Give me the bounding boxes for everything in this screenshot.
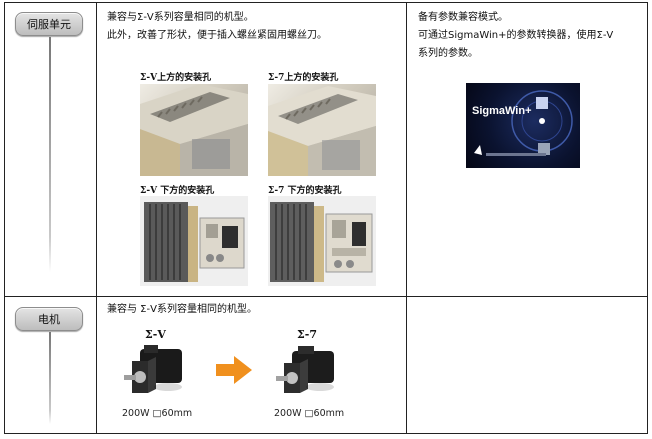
param-converter-text: 可通过SigmaWin+的参数转换器，使用Σ-V — [418, 30, 614, 41]
column-divider — [406, 3, 407, 433]
sigmawin-screenshot: SigmaWin+ — [466, 83, 580, 168]
sv-top-mount-image — [140, 84, 248, 176]
param-series-text: 系列的参数。 — [418, 48, 478, 59]
right-arrow-icon — [216, 356, 252, 384]
sigmawin-logo-text: SigmaWin+ — [472, 105, 532, 117]
caption-sv-bottom: Σ-V 下方的安装孔 — [140, 186, 215, 196]
caption-s7-bottom: Σ-7 下方的安装孔 — [268, 186, 342, 196]
s7-motor-spec: 200W □60mm — [274, 408, 345, 419]
row-label-motor: 电机 — [15, 307, 83, 331]
sv-motor-spec: 200W □60mm — [122, 408, 193, 419]
caption-s7-top: Σ-7上方的安装孔 — [268, 73, 339, 83]
motor-sv-title: Σ-V — [145, 328, 166, 341]
row-label-stem — [49, 37, 51, 272]
servo-shape-text: 此外，改善了形状，便于插入螺丝紧固用螺丝刀。 — [107, 30, 327, 41]
row-label-servo-unit: 伺服单元 — [15, 12, 83, 36]
row-label-stem — [49, 332, 51, 424]
s7-motor-image — [274, 343, 336, 403]
column-divider — [96, 3, 97, 433]
servo-compat-text: 兼容与Σ-V系列容量相同的机型。 — [107, 12, 254, 23]
sv-motor-image — [122, 343, 184, 403]
motor-compat-text: 兼容与 Σ-V系列容量相同的机型。 — [107, 304, 257, 315]
sv-bottom-mount-image — [140, 196, 248, 286]
comparison-table — [4, 2, 648, 434]
s7-bottom-mount-image — [268, 196, 376, 286]
motor-s7-title: Σ-7 — [297, 328, 317, 341]
param-compat-text: 备有参数兼容模式。 — [418, 12, 508, 23]
caption-sv-top: Σ-V上方的安装孔 — [140, 73, 212, 83]
row-divider — [5, 296, 647, 297]
s7-top-mount-image — [268, 84, 376, 176]
